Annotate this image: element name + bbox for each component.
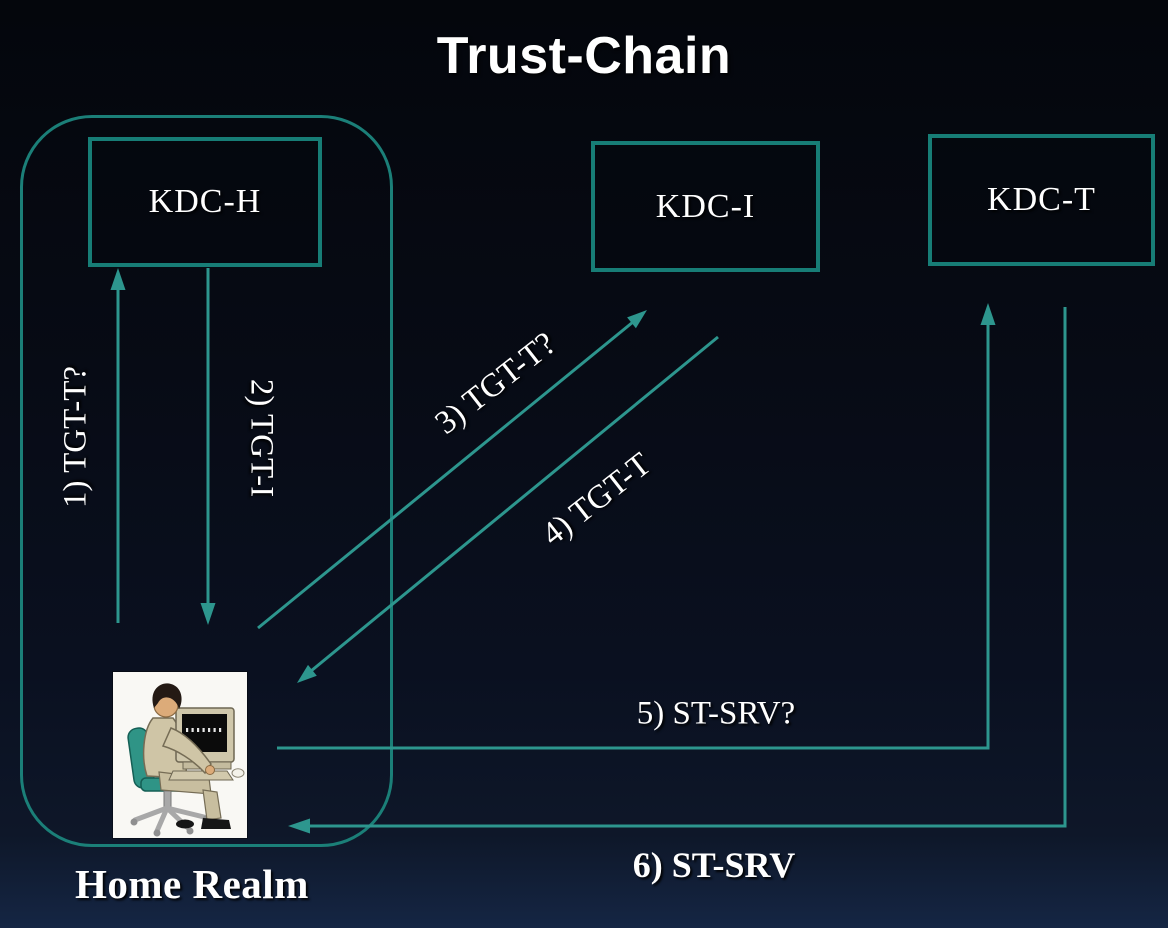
kdc-h-label: KDC-H <box>148 183 262 220</box>
person-at-computer-icon <box>127 683 245 837</box>
page-title: Trust-Chain <box>436 27 732 85</box>
kdc-i-box: KDC-I <box>591 141 820 272</box>
message-label-5: 5) ST-SRV? <box>636 695 796 732</box>
message-label-1: 1) TGT-T? <box>57 365 94 509</box>
kdc-t-box: KDC-T <box>928 134 1155 266</box>
user-figure <box>113 672 247 838</box>
message-label-2: 2) TGT-I <box>243 378 280 498</box>
message-label-6: 6) ST-SRV <box>632 845 796 885</box>
arrow-6-st-srv-reply <box>288 307 1067 834</box>
kdc-t-label: KDC-T <box>987 181 1096 218</box>
home-realm-label: Home Realm <box>75 861 309 907</box>
message-label-4: 4) TGT-T <box>535 446 658 554</box>
kdc-h-box: KDC-H <box>88 137 322 267</box>
message-label-3: 3) TGT-T? <box>428 325 563 442</box>
kdc-i-label: KDC-I <box>655 187 756 225</box>
